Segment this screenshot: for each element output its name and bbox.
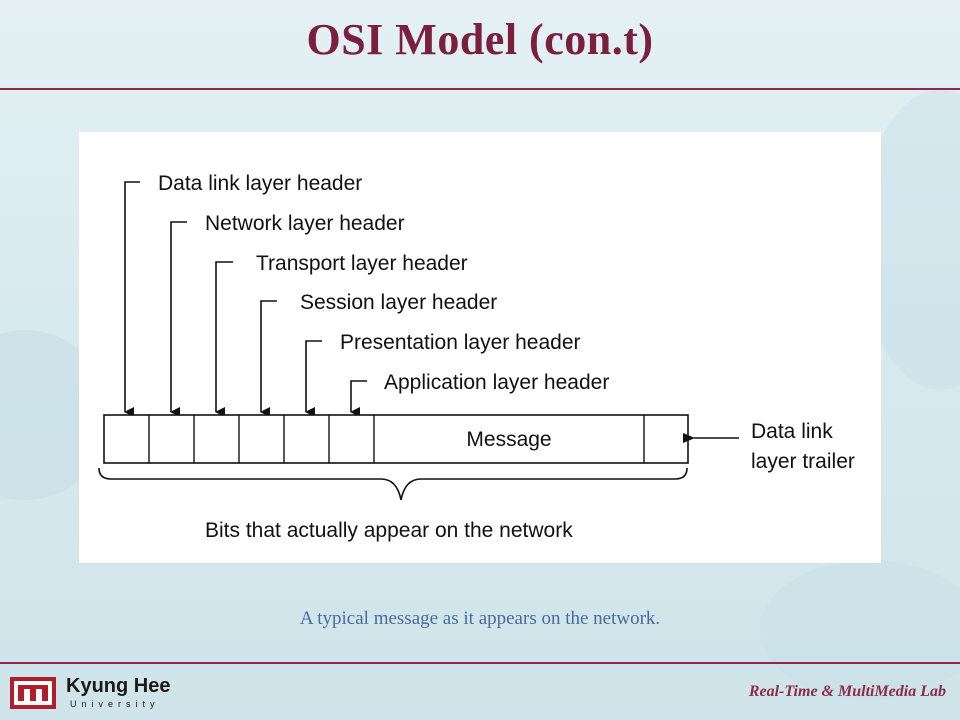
header-pointer xyxy=(124,181,140,417)
footer-divider xyxy=(0,662,960,664)
figure-panel: Data link layer header Network layer hea… xyxy=(79,132,881,563)
header-label-transport: Transport layer header xyxy=(256,252,468,275)
header-pointer xyxy=(170,221,187,417)
header-label-presentation: Presentation layer header xyxy=(340,331,581,354)
header-pointer xyxy=(350,380,367,417)
packet-frame xyxy=(103,414,689,464)
figure-caption: A typical message as it appears on the n… xyxy=(299,608,661,629)
header-label-session: Session layer header xyxy=(300,291,497,314)
trailer-label-line1: Data link xyxy=(751,420,833,443)
message-label: Message xyxy=(466,428,551,451)
header-label-application: Application layer header xyxy=(384,371,609,394)
logo-subtitle: University xyxy=(70,699,160,709)
university-logo: Kyung Hee University xyxy=(8,672,180,712)
header-pointer xyxy=(215,261,233,417)
brace-label: Bits that actually appear on the network xyxy=(205,519,573,542)
trailer-label-line2: layer trailer xyxy=(751,450,855,473)
header-label-network: Network layer header xyxy=(205,212,405,235)
title-divider xyxy=(0,88,960,90)
logo-name: Kyung Hee xyxy=(66,675,171,697)
header-pointer xyxy=(260,300,277,417)
header-label-data-link: Data link layer header xyxy=(158,172,362,195)
packet-brace xyxy=(98,467,688,501)
background-decoration xyxy=(760,560,960,700)
slide-title: OSI Model (con.t) xyxy=(306,15,654,64)
university-crest-icon xyxy=(10,677,56,709)
osi-message-diagram: Data link layer header Network layer hea… xyxy=(98,172,855,542)
lab-name: Real-Time & MultiMedia Lab xyxy=(748,683,946,700)
header-pointer xyxy=(305,340,322,417)
